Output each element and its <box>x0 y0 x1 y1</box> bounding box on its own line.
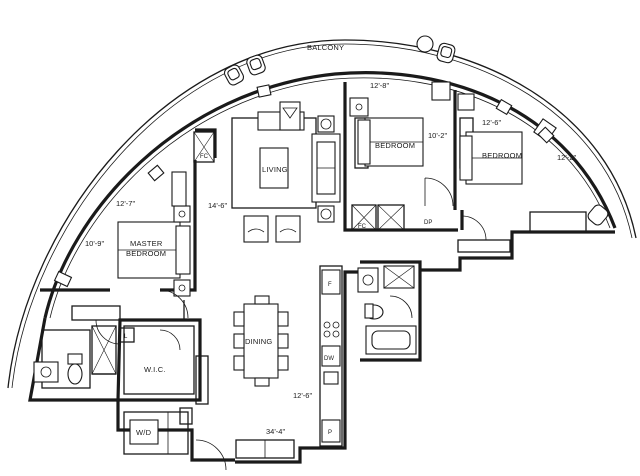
linen-tag: L <box>124 334 128 340</box>
master-closet <box>71 305 121 321</box>
dining-label: DINING <box>245 337 272 346</box>
bedroom-2-closet <box>529 211 587 233</box>
nightstand <box>173 279 191 297</box>
master-bed <box>117 221 191 279</box>
balcony-railing <box>7 39 637 389</box>
main-bath-door <box>389 295 413 319</box>
balcony-chair <box>246 54 266 76</box>
coffee-table <box>259 147 289 189</box>
dp-tag: DP <box>424 220 432 226</box>
nightstand <box>349 97 369 117</box>
pantry-tag: P <box>328 430 332 436</box>
balcony-chair <box>223 64 245 86</box>
entry-closet <box>235 439 295 459</box>
dresser <box>431 81 451 101</box>
media-unit <box>257 101 305 131</box>
nightstand <box>173 205 191 223</box>
sofa <box>311 133 341 203</box>
fc-tag: FC <box>200 154 209 160</box>
interior-walls <box>28 82 615 464</box>
master-depth: 10'-9" <box>85 239 104 248</box>
balcony-chair <box>436 42 456 64</box>
wic-door <box>159 329 181 351</box>
fc-closet <box>193 131 215 163</box>
bedroom-2-width: 12'-6" <box>482 118 501 127</box>
bedroom-2-door <box>461 215 487 241</box>
fridge-tag: F <box>328 282 332 288</box>
dresser <box>171 171 187 207</box>
side-table <box>317 205 335 223</box>
bedroom-1-depth: 10'-2" <box>428 131 447 140</box>
fc-closet <box>351 204 405 231</box>
laundry-closet <box>123 411 189 455</box>
dining-chairs <box>233 295 289 387</box>
kitchen-dimension: 12'-6" <box>293 391 312 400</box>
bedroom-2-label: BEDROOM <box>482 151 522 160</box>
master-label-line1: MASTER <box>130 239 163 248</box>
master-door <box>159 289 189 319</box>
hall-niche <box>195 355 209 405</box>
dining-dimension: 34'-4" <box>266 427 285 436</box>
balcony-label: BALCONY <box>307 43 344 52</box>
bedroom-2-depth: 12'-2" <box>557 153 576 162</box>
ensuite-shower <box>91 325 117 375</box>
bed <box>357 117 424 167</box>
entry-door <box>195 439 227 471</box>
living-label: LIVING <box>262 165 288 174</box>
main-bath <box>357 265 417 355</box>
master-label-line2: BEDROOM <box>126 249 166 258</box>
living-dimension: 14'-6" <box>208 201 227 210</box>
balcony-table <box>416 35 434 53</box>
ensuite-door <box>95 319 121 345</box>
wd-label: W/D <box>136 428 152 437</box>
balcony-chair <box>587 204 609 226</box>
wic-label: W.I.C. <box>144 365 166 374</box>
bedroom-1-width: 12'-8" <box>370 81 389 90</box>
kitchen-counter <box>319 265 343 447</box>
armchair <box>243 215 269 243</box>
hall-niche <box>457 239 511 253</box>
side-table <box>317 115 335 133</box>
nightstand <box>457 93 475 111</box>
armchair <box>275 215 301 243</box>
window-mullions <box>53 84 555 288</box>
bedroom-1-door <box>424 177 454 207</box>
bed <box>459 131 523 185</box>
dishwasher-tag: DW <box>324 356 334 362</box>
linen-closet <box>119 327 135 343</box>
hall-niche <box>179 407 193 425</box>
ensuite-bath <box>33 329 91 389</box>
bedroom-1-label: BEDROOM <box>375 141 415 150</box>
fc-tag: FC <box>358 224 367 230</box>
master-width: 12'-7" <box>116 199 135 208</box>
